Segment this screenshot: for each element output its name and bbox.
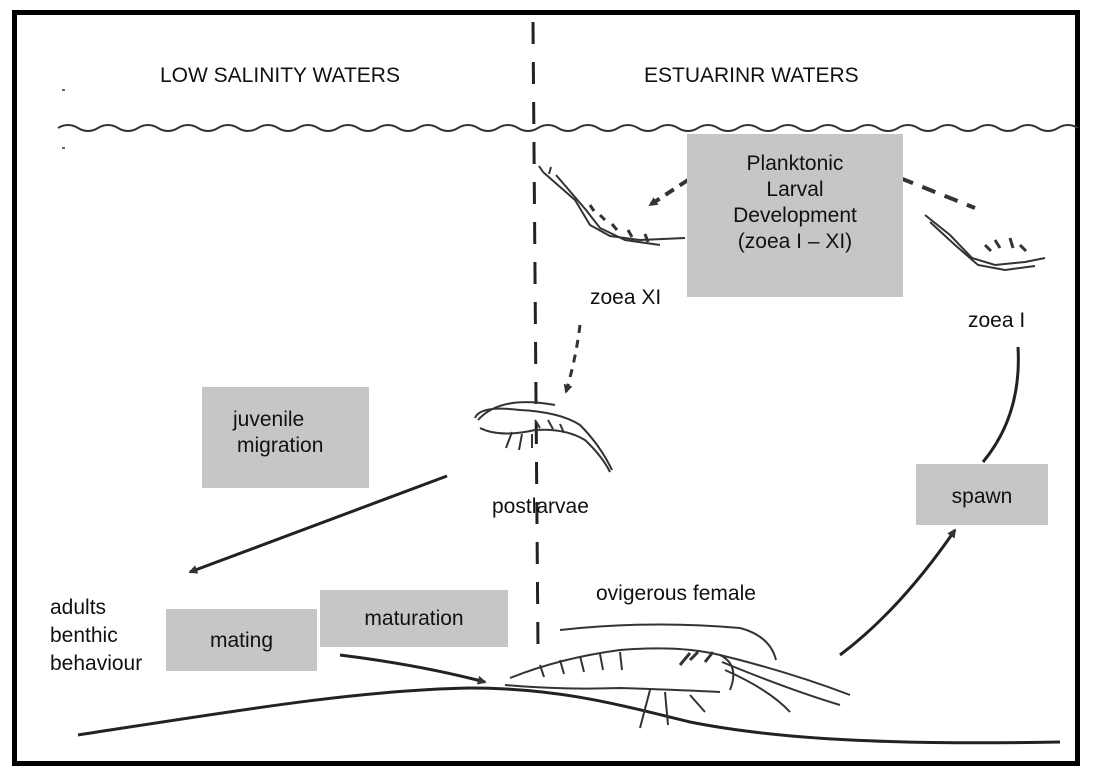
zoea-xi-label: zoea XI bbox=[590, 286, 662, 309]
maturation-label: maturation bbox=[364, 607, 464, 630]
planktonic-development-box: Planktonic Larval Development (zoea I – … bbox=[687, 134, 903, 297]
sea-floor-line bbox=[77, 686, 1061, 745]
line-spawn-to-zoea-i bbox=[981, 346, 1020, 463]
spawn-box: spawn bbox=[916, 464, 1048, 525]
estuarine-header: ESTUARINR WATERS bbox=[644, 64, 859, 87]
zoea-i-drawing bbox=[924, 214, 1046, 272]
spawn-label: spawn bbox=[951, 485, 1013, 508]
water-surface-line bbox=[57, 124, 1079, 132]
region-divider-line bbox=[531, 21, 540, 651]
ovigerous-female-drawing bbox=[504, 623, 851, 729]
ovigerous-female-label: ovigerous female bbox=[596, 582, 756, 605]
adults-line-1: adults bbox=[50, 596, 107, 619]
adults-line-3: behaviour bbox=[50, 652, 143, 675]
planktonic-line-2: Larval bbox=[766, 178, 824, 201]
mating-label: mating bbox=[209, 629, 274, 652]
adults-line-2: benthic bbox=[50, 624, 118, 647]
postlarvae-label: postlarvae bbox=[492, 495, 589, 518]
arrow-juvenile-migration bbox=[188, 474, 448, 574]
planktonic-line-4: (zoea I – XI) bbox=[737, 230, 853, 253]
zoea-i-label: zoea I bbox=[968, 309, 1026, 332]
maturation-box: maturation bbox=[320, 590, 508, 647]
planktonic-line-1: Planktonic bbox=[746, 152, 844, 175]
arrow-spawn bbox=[839, 528, 957, 657]
juvenile-migration-box: juvenile migration bbox=[202, 387, 369, 488]
mating-box: mating bbox=[166, 609, 317, 671]
arrow-maturation bbox=[339, 653, 487, 685]
zoea-xi-drawing bbox=[538, 165, 686, 246]
arrow-to-postlarvae bbox=[563, 324, 582, 394]
adults-label: adults benthic behaviour bbox=[50, 594, 142, 678]
low-salinity-header: LOW SALINITY WATERS bbox=[160, 64, 400, 87]
arrow-to-zoea-xi bbox=[648, 178, 690, 207]
planktonic-line-3: Development bbox=[733, 204, 857, 227]
diagram-frame bbox=[12, 10, 1080, 766]
juvenile-line-1: juvenile bbox=[233, 408, 305, 431]
dashed-link-to-zoea-i bbox=[899, 176, 976, 210]
postlarvae-drawing bbox=[474, 401, 613, 473]
juvenile-line-2: migration bbox=[237, 434, 324, 457]
